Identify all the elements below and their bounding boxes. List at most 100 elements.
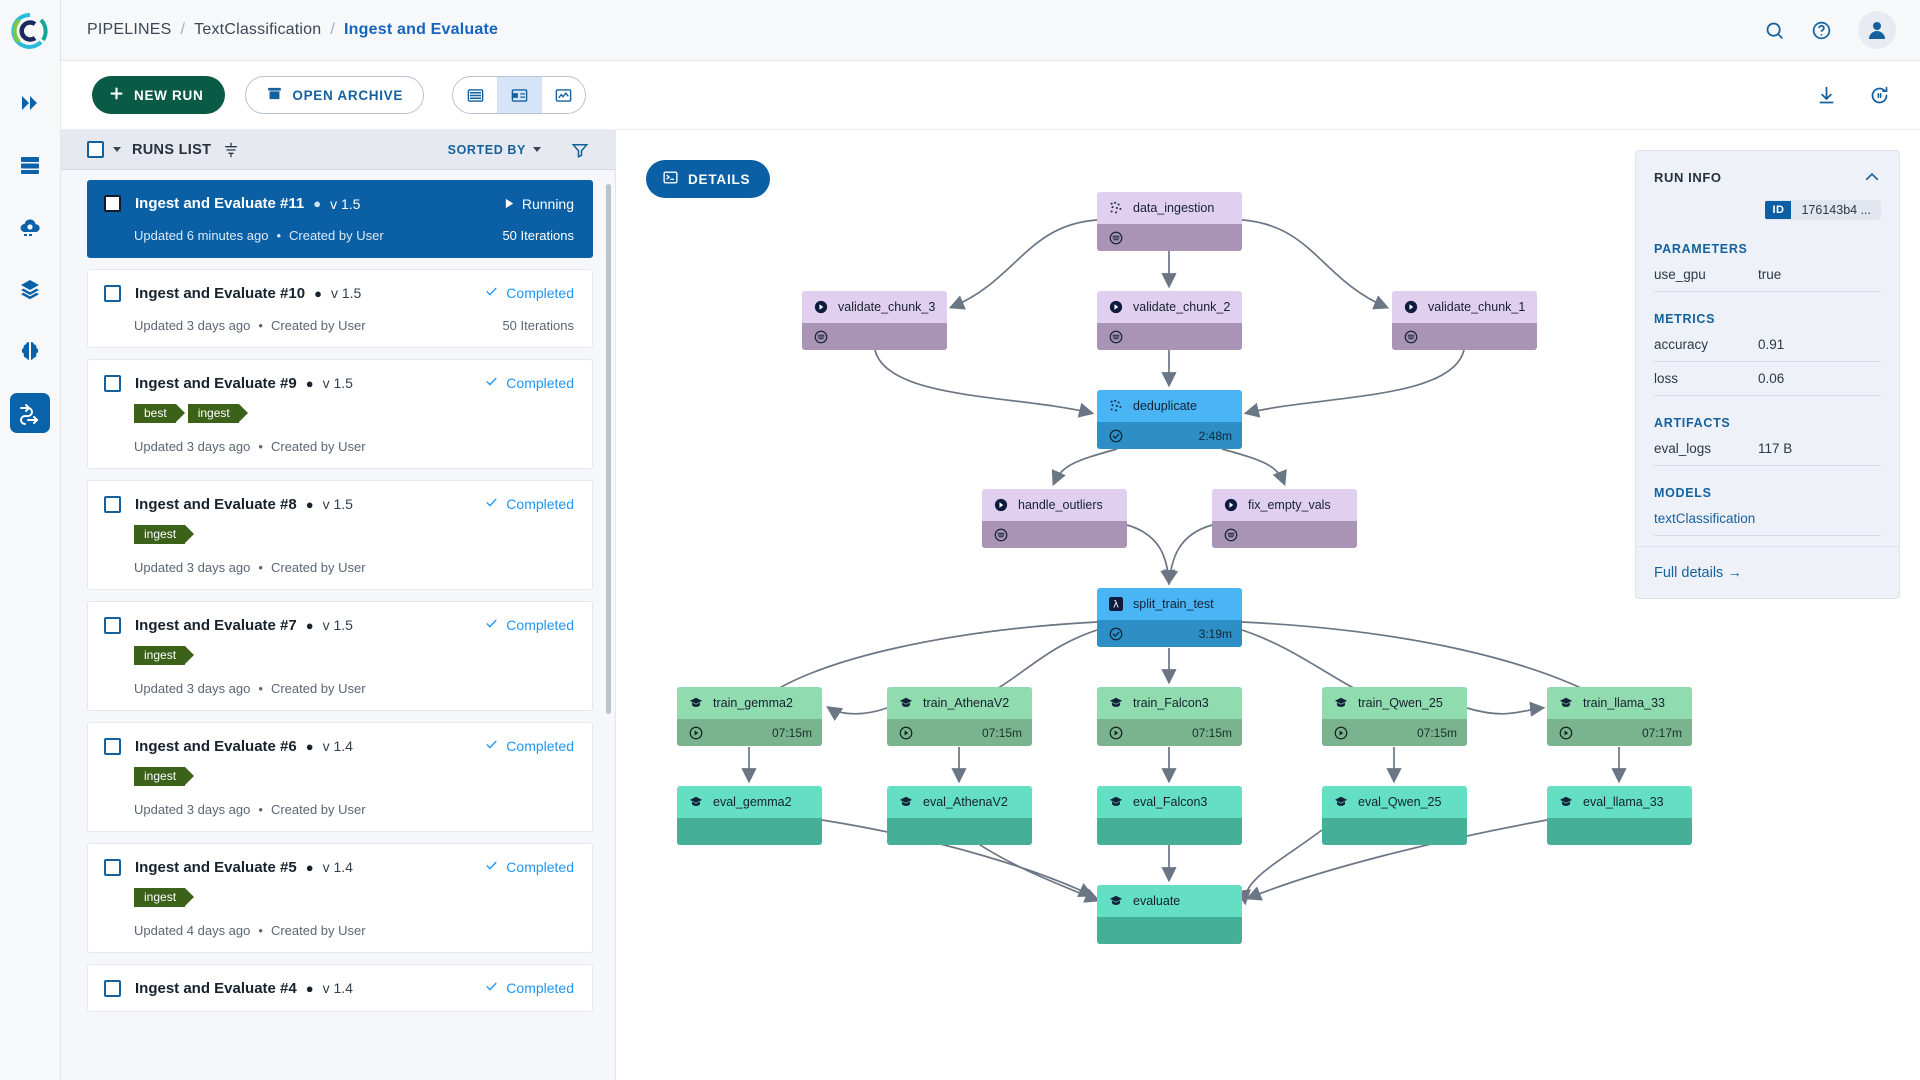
- graph-node-label: validate_chunk_2: [1133, 300, 1231, 314]
- graph-node-eval_llama_33[interactable]: eval_llama_33: [1547, 786, 1692, 845]
- new-run-button[interactable]: NEW RUN: [92, 76, 226, 114]
- user-avatar-icon[interactable]: [1858, 11, 1896, 49]
- filter-icon[interactable]: [571, 141, 589, 159]
- refresh-pause-icon[interactable]: [1869, 85, 1890, 106]
- sort-icon[interactable]: [223, 142, 239, 158]
- graph-node-fix_empty_vals[interactable]: fix_empty_vals: [1212, 489, 1357, 548]
- graph-node-header: eval_Falcon3: [1097, 786, 1242, 818]
- graph-node-eval_Falcon3[interactable]: eval_Falcon3: [1097, 786, 1242, 845]
- action-bar-right: [1816, 85, 1890, 106]
- graph-node-footer: 2:48m: [1097, 422, 1242, 449]
- run-tag[interactable]: ingest: [187, 404, 248, 423]
- run-card[interactable]: Ingest and Evaluate #10 ● v 1.5 Complete…: [87, 269, 593, 348]
- chevron-down-icon[interactable]: [113, 147, 121, 152]
- graph-node-label: evaluate: [1133, 894, 1181, 908]
- sidebar-item-servers[interactable]: [10, 145, 50, 185]
- graph-node-train_gemma2[interactable]: train_gemma2 07:15m: [677, 687, 822, 746]
- chart-view-icon[interactable]: [541, 77, 585, 113]
- sidebar-item-models[interactable]: [10, 331, 50, 371]
- run-tag[interactable]: best: [134, 404, 185, 423]
- graph-node-validate_chunk_3[interactable]: validate_chunk_3: [802, 291, 947, 350]
- run-card[interactable]: Ingest and Evaluate #5 ● v 1.4 Completed…: [87, 843, 593, 953]
- app-logo[interactable]: [0, 0, 61, 61]
- select-all-checkbox[interactable]: [87, 141, 104, 158]
- run-iterations: 50 Iterations: [502, 318, 574, 333]
- graph-node-header: train_Qwen_25: [1322, 687, 1467, 719]
- run-id-pill[interactable]: ID 176143b4 ...: [1765, 200, 1881, 220]
- run-card[interactable]: Ingest and Evaluate #11 ● v 1.5 Running …: [87, 180, 593, 258]
- search-icon[interactable]: [1764, 20, 1785, 41]
- run-card[interactable]: Ingest and Evaluate #6 ● v 1.4 Completed…: [87, 722, 593, 832]
- run-card[interactable]: Ingest and Evaluate #9 ● v 1.5 Completed…: [87, 359, 593, 469]
- run-tag[interactable]: ingest: [134, 888, 195, 907]
- run-version: v 1.5: [330, 285, 362, 301]
- run-created-by: Created by User: [270, 681, 366, 696]
- details-button[interactable]: DETAILS: [646, 160, 771, 198]
- sidebar-item-layers[interactable]: [10, 269, 50, 309]
- runs-list-scroll-area[interactable]: Ingest and Evaluate #11 ● v 1.5 Running …: [61, 170, 615, 1080]
- graph-node-eval_gemma2[interactable]: eval_gemma2: [677, 786, 822, 845]
- help-circle-icon[interactable]: [1811, 20, 1832, 41]
- run-info-row[interactable]: textClassification: [1654, 502, 1881, 536]
- graph-node-deduplicate[interactable]: deduplicate 2:48m: [1097, 390, 1242, 449]
- panel-view-icon[interactable]: [497, 77, 542, 113]
- breadcrumb-pipelines[interactable]: PIPELINES: [87, 21, 172, 38]
- runs-list-scrollbar[interactable]: [606, 184, 611, 714]
- sidebar-item-chevrons-right[interactable]: [10, 83, 50, 123]
- run-checkbox[interactable]: [104, 374, 121, 392]
- run-info-key[interactable]: textClassification: [1654, 511, 1756, 526]
- graph-node-eval_Qwen_25[interactable]: eval_Qwen_25: [1322, 786, 1467, 845]
- breadcrumb-textclassification[interactable]: TextClassification: [194, 21, 322, 38]
- run-tag[interactable]: ingest: [134, 525, 195, 544]
- run-updated: Updated 3 days ago: [134, 560, 251, 575]
- table-view-icon[interactable]: [453, 77, 497, 113]
- pipeline-graph-canvas[interactable]: DETAILS: [617, 130, 1920, 1080]
- breadcrumb-current[interactable]: Ingest and Evaluate: [344, 21, 499, 38]
- run-card[interactable]: Ingest and Evaluate #4 ● v 1.4 Completed: [87, 964, 593, 1012]
- check-icon: [484, 616, 499, 634]
- run-checkbox[interactable]: [104, 858, 121, 876]
- run-checkbox[interactable]: [104, 284, 121, 302]
- sidebar-item-pipelines[interactable]: [10, 393, 50, 433]
- run-card[interactable]: Ingest and Evaluate #7 ● v 1.5 Completed…: [87, 601, 593, 711]
- graph-node-header: eval_gemma2: [677, 786, 822, 818]
- run-separator-dot: •: [258, 439, 263, 454]
- run-checkbox[interactable]: [104, 979, 121, 997]
- chevron-down-icon: [533, 147, 541, 152]
- graph-node-train_Falcon3[interactable]: train_Falcon3 07:15m: [1097, 687, 1242, 746]
- sorted-by-control[interactable]: SORTED BY: [448, 143, 541, 157]
- graph-node-duration: 07:15m: [1191, 725, 1232, 740]
- open-archive-label: OPEN ARCHIVE: [292, 87, 404, 103]
- download-icon[interactable]: [1816, 85, 1837, 106]
- graph-node-split_train_test[interactable]: λ split_train_test 3:19m: [1097, 588, 1242, 647]
- graph-node-data_ingestion[interactable]: data_ingestion: [1097, 192, 1242, 251]
- graduation-cap-icon: [1558, 794, 1574, 810]
- run-card[interactable]: Ingest and Evaluate #8 ● v 1.5 Completed…: [87, 480, 593, 590]
- run-created-by: Created by User: [270, 560, 366, 575]
- run-checkbox[interactable]: [104, 195, 121, 212]
- graph-node-train_Qwen_25[interactable]: train_Qwen_25 07:15m: [1322, 687, 1467, 746]
- section-metrics-label: METRICS: [1654, 312, 1716, 326]
- run-checkbox[interactable]: [104, 737, 121, 755]
- graph-node-validate_chunk_1[interactable]: validate_chunk_1: [1392, 291, 1537, 350]
- graph-node-handle_outliers[interactable]: handle_outliers: [982, 489, 1127, 548]
- run-info-title: RUN INFO: [1654, 169, 1722, 185]
- run-checkbox[interactable]: [104, 616, 121, 634]
- graph-node-label: eval_Falcon3: [1133, 795, 1208, 809]
- play-circle-icon: [993, 497, 1009, 513]
- run-card-bottom: Updated 6 minutes ago • Created by User …: [134, 228, 574, 243]
- run-checkbox[interactable]: [104, 495, 121, 513]
- graph-node-train_llama_33[interactable]: train_llama_33 07:17m: [1547, 687, 1692, 746]
- run-tag[interactable]: ingest: [134, 767, 195, 786]
- chevron-up-icon[interactable]: [1863, 168, 1881, 186]
- graph-node-validate_chunk_2[interactable]: validate_chunk_2: [1097, 291, 1242, 350]
- graph-node-eval_AthenaV2[interactable]: eval_AthenaV2: [887, 786, 1032, 845]
- sidebar-item-cloud-compute[interactable]: [10, 207, 50, 247]
- run-tag[interactable]: ingest: [134, 646, 195, 665]
- full-details-link[interactable]: Full details →: [1654, 565, 1742, 581]
- graph-node-train_AthenaV2[interactable]: train_AthenaV2 07:15m: [887, 687, 1032, 746]
- graph-node-footer: [1392, 323, 1537, 350]
- graph-node-evaluate[interactable]: evaluate: [1097, 885, 1242, 944]
- run-separator-dot: ●: [305, 859, 314, 875]
- open-archive-button[interactable]: OPEN ARCHIVE: [245, 76, 425, 114]
